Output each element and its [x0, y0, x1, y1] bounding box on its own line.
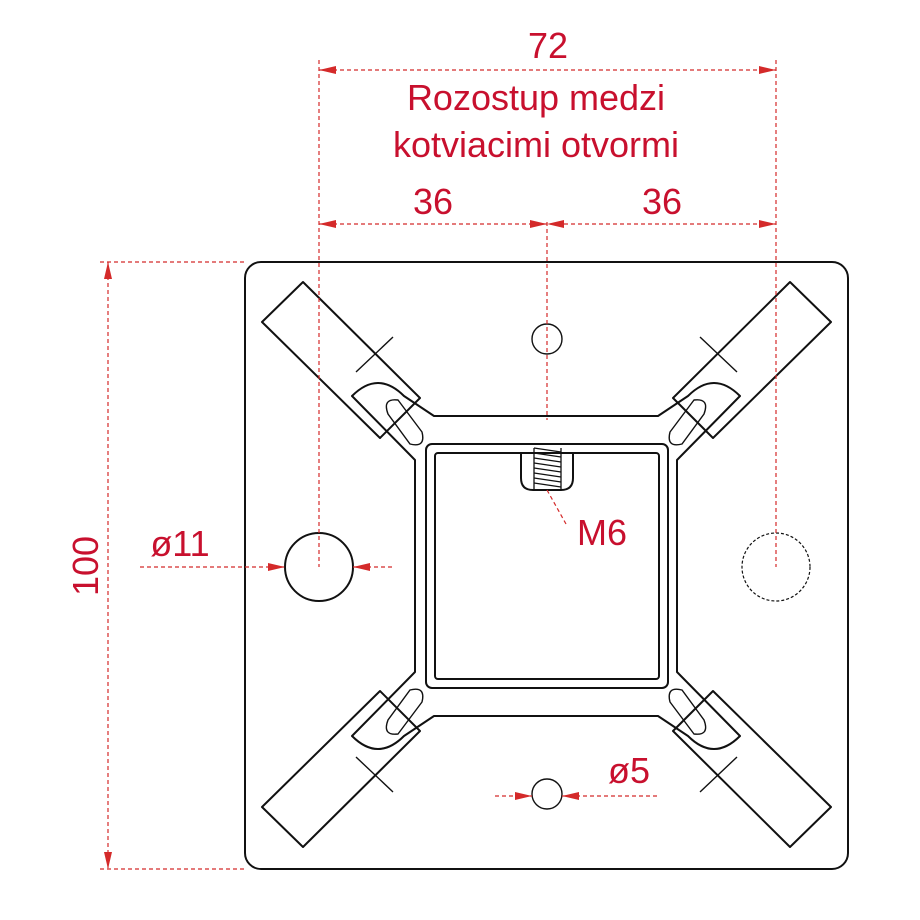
dim-100-label: 100 [65, 536, 106, 596]
dim-36-left-label: 36 [413, 181, 453, 222]
spacing-label-line2: kotviacimi otvormi [393, 124, 679, 165]
dim-72: 72 [319, 25, 776, 74]
central-bracket [351, 382, 741, 750]
dim-100: 100 [65, 262, 112, 869]
dim-hole-5: ø5 [495, 750, 660, 800]
tube-outer [425, 443, 669, 689]
dim-thread-m6: M6 [546, 489, 627, 553]
dim-72-label: 72 [528, 25, 568, 66]
dim-hole-11-label: ø11 [150, 523, 209, 564]
slot-bottom-right [668, 688, 707, 735]
small-hole-bottom [531, 778, 563, 810]
spacing-label-line1: Rozostup medzi [407, 77, 665, 118]
dim-36-right-label: 36 [642, 181, 682, 222]
plate-outline [244, 261, 849, 870]
threaded-insert [520, 447, 574, 491]
thread-lines [533, 447, 562, 489]
rib-top-right [672, 281, 832, 439]
diagonal-ribs [261, 281, 832, 848]
rib-bottom-left [261, 690, 421, 848]
rib-top-left [261, 281, 421, 439]
base-plate [244, 261, 849, 870]
dim-36-36: 36 36 [319, 181, 776, 228]
square-tube [425, 443, 669, 689]
dimensions: 72 Rozostup medzi kotviacimi otvormi 36 … [65, 25, 777, 870]
dim-hole-5-label: ø5 [608, 750, 650, 791]
dim-hole-11: ø11 [140, 523, 392, 571]
tube-inner [434, 452, 660, 680]
slot-top-right [668, 399, 707, 446]
rib-bottom-right [672, 690, 832, 848]
dim-thread-m6-label: M6 [577, 512, 627, 553]
slot-top-left [385, 399, 424, 446]
slot-bottom-left [385, 688, 424, 735]
anchor-hole-right [741, 532, 811, 602]
